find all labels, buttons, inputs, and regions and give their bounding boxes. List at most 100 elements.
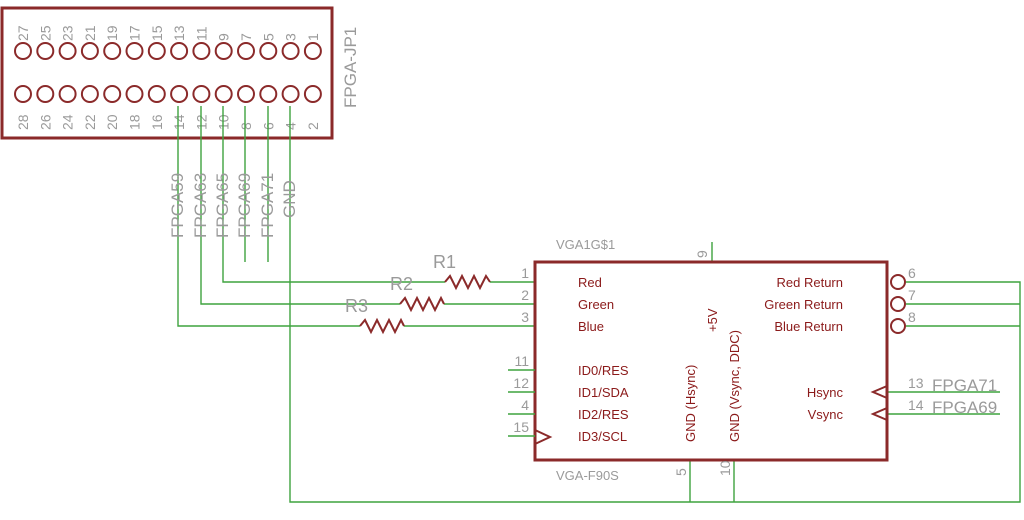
vga-pin-label-5v: +5V: [705, 308, 720, 332]
vga-pin-label-id2-res: ID2/RES: [578, 407, 629, 422]
header-pin-11-icon: [192, 42, 211, 60]
net-label-fpga59: FPGA59: [168, 173, 187, 238]
header-pin-num-3: 3: [283, 33, 299, 41]
vga-pin-num-3: 3: [521, 309, 529, 325]
pin6-socket-icon: [890, 274, 906, 290]
vga-pin-num-13: 13: [908, 375, 924, 391]
vga-pin-num-5: 5: [673, 468, 689, 476]
vga-pin-num-14: 14: [908, 397, 924, 413]
header-pin-19-icon: [103, 42, 122, 60]
vga-pin-num-15: 15: [513, 419, 529, 435]
header-pin-26-icon: [36, 85, 55, 103]
vga-pin-num-7: 7: [908, 287, 916, 303]
header-pin-9-icon: [214, 42, 233, 60]
header-pin-7-icon: [237, 42, 255, 60]
header-pin-27-icon: [14, 42, 32, 60]
vga-pin-label-red-return: Red Return: [777, 275, 843, 290]
header-name: FPGA-JP1: [341, 27, 360, 108]
header-pin-15-icon: [147, 42, 166, 60]
header-pin-3-icon: [281, 42, 300, 60]
vga-pin-num-11: 11: [514, 353, 529, 369]
header-pin-num-9: 9: [216, 33, 232, 41]
header-pin-num-7: 7: [238, 33, 254, 41]
wires: [177, 106, 1021, 503]
net-label-fpga63: FPGA63: [191, 173, 210, 238]
header-pin-num-18: 18: [127, 114, 143, 130]
vga-pin-label-gnd-vsync: GND (Vsync, DDC): [727, 330, 742, 442]
header-pin-num-27: 27: [15, 25, 31, 41]
vga-pin-label-green-return: Green Return: [764, 297, 843, 312]
header-pin-num-25: 25: [37, 25, 53, 41]
header-pin-10-icon: [214, 85, 233, 103]
header-pin-num-1: 1: [305, 33, 321, 41]
vga-pin-label-id3-scl: ID3/SCL: [578, 429, 627, 444]
net-label-fpga71: FPGA71: [258, 173, 277, 238]
header-pin-num-19: 19: [104, 25, 120, 41]
net-label-vsync-fpga69: FPGA69: [932, 398, 997, 417]
vga-pin-label-hsync: Hsync: [807, 385, 844, 400]
vga-pin-num-4: 4: [521, 397, 529, 413]
vga-name: VGA1G$1: [556, 237, 615, 252]
header-body: [0, 6, 334, 140]
header-pin-20-icon: [103, 85, 122, 103]
vga-pin-label-red: Red: [578, 275, 602, 290]
wire-fpga65: [222, 106, 445, 283]
header-pin-num-17: 17: [127, 25, 143, 41]
wire-fpga63: [200, 106, 400, 305]
vga-pin-label-blue: Blue: [578, 319, 604, 334]
header-pin-1-icon: [303, 42, 322, 60]
wire-fpga59: [177, 106, 360, 327]
vga-pin-label-green: Green: [578, 297, 614, 312]
resistor-label-r1: R1: [433, 252, 456, 272]
header-pin-5-icon: [259, 42, 278, 60]
vga-pin-num-2: 2: [521, 287, 529, 303]
header-pin-num-2: 2: [305, 122, 321, 130]
header-pin-24-icon: [58, 85, 77, 103]
vga-pin-label-blue-return: Blue Return: [774, 319, 843, 334]
vga-pin-num-1: 1: [521, 265, 529, 281]
header-pin-num-11: 11: [193, 26, 209, 41]
header-pin-num-13: 13: [171, 25, 187, 41]
header-pin-num-24: 24: [60, 114, 76, 130]
vga-pin-num-6: 6: [908, 265, 916, 281]
header-pin-num-20: 20: [104, 114, 120, 130]
header-pin-13-icon: [170, 42, 189, 60]
pin7-socket-icon: [890, 296, 906, 312]
header-pin-num-21: 21: [82, 25, 98, 41]
pin8-socket-icon: [890, 318, 906, 334]
pin15-clock-triangle: [534, 429, 553, 445]
header-pin-12-icon: [192, 85, 211, 103]
vga-pin-label-gnd-hsync: GND (Hsync): [683, 365, 698, 442]
header-pin-num-8: 8: [238, 122, 254, 130]
header-pin-25-icon: [36, 42, 55, 60]
header-pin-num-22: 22: [82, 114, 98, 130]
header-pin-num-28: 28: [15, 114, 31, 130]
header-pin-16-icon: [147, 85, 166, 103]
header-pin-num-16: 16: [149, 114, 165, 130]
vga-pin-label-vsync: Vsync: [808, 407, 844, 422]
vga-pin-num-9: 9: [694, 250, 710, 258]
net-label-hsync-fpga71: FPGA71: [932, 376, 997, 395]
header-pin-17-icon: [125, 42, 144, 60]
resistor-r1: R1: [433, 252, 491, 291]
resistor-label-r2: R2: [390, 274, 413, 294]
vga-pin-num-12: 12: [513, 375, 529, 391]
resistor-label-r3: R3: [345, 296, 368, 316]
vga-pin-num-8: 8: [908, 309, 916, 325]
header-pin-18-icon: [125, 85, 144, 103]
header-pin-22-icon: [80, 85, 99, 103]
header-pin-21-icon: [80, 42, 99, 60]
header-pin-num-26: 26: [37, 114, 53, 130]
header-pin-28-icon: [14, 85, 32, 103]
header-pin-num-14: 14: [171, 114, 187, 130]
vga-pin-num-10: 10: [717, 460, 733, 476]
header-pin-num-5: 5: [260, 33, 276, 41]
net-label-gnd: GND: [280, 180, 299, 218]
header-pin-num-23: 23: [60, 25, 76, 41]
net-label-fpga69: FPGA69: [235, 173, 254, 238]
pin13-output-triangle: [870, 385, 888, 399]
vga-body: [533, 260, 889, 462]
header-net-labels: FPGA59 FPGA63 FPGA65 FPGA69 FPGA71 GND: [168, 173, 299, 238]
